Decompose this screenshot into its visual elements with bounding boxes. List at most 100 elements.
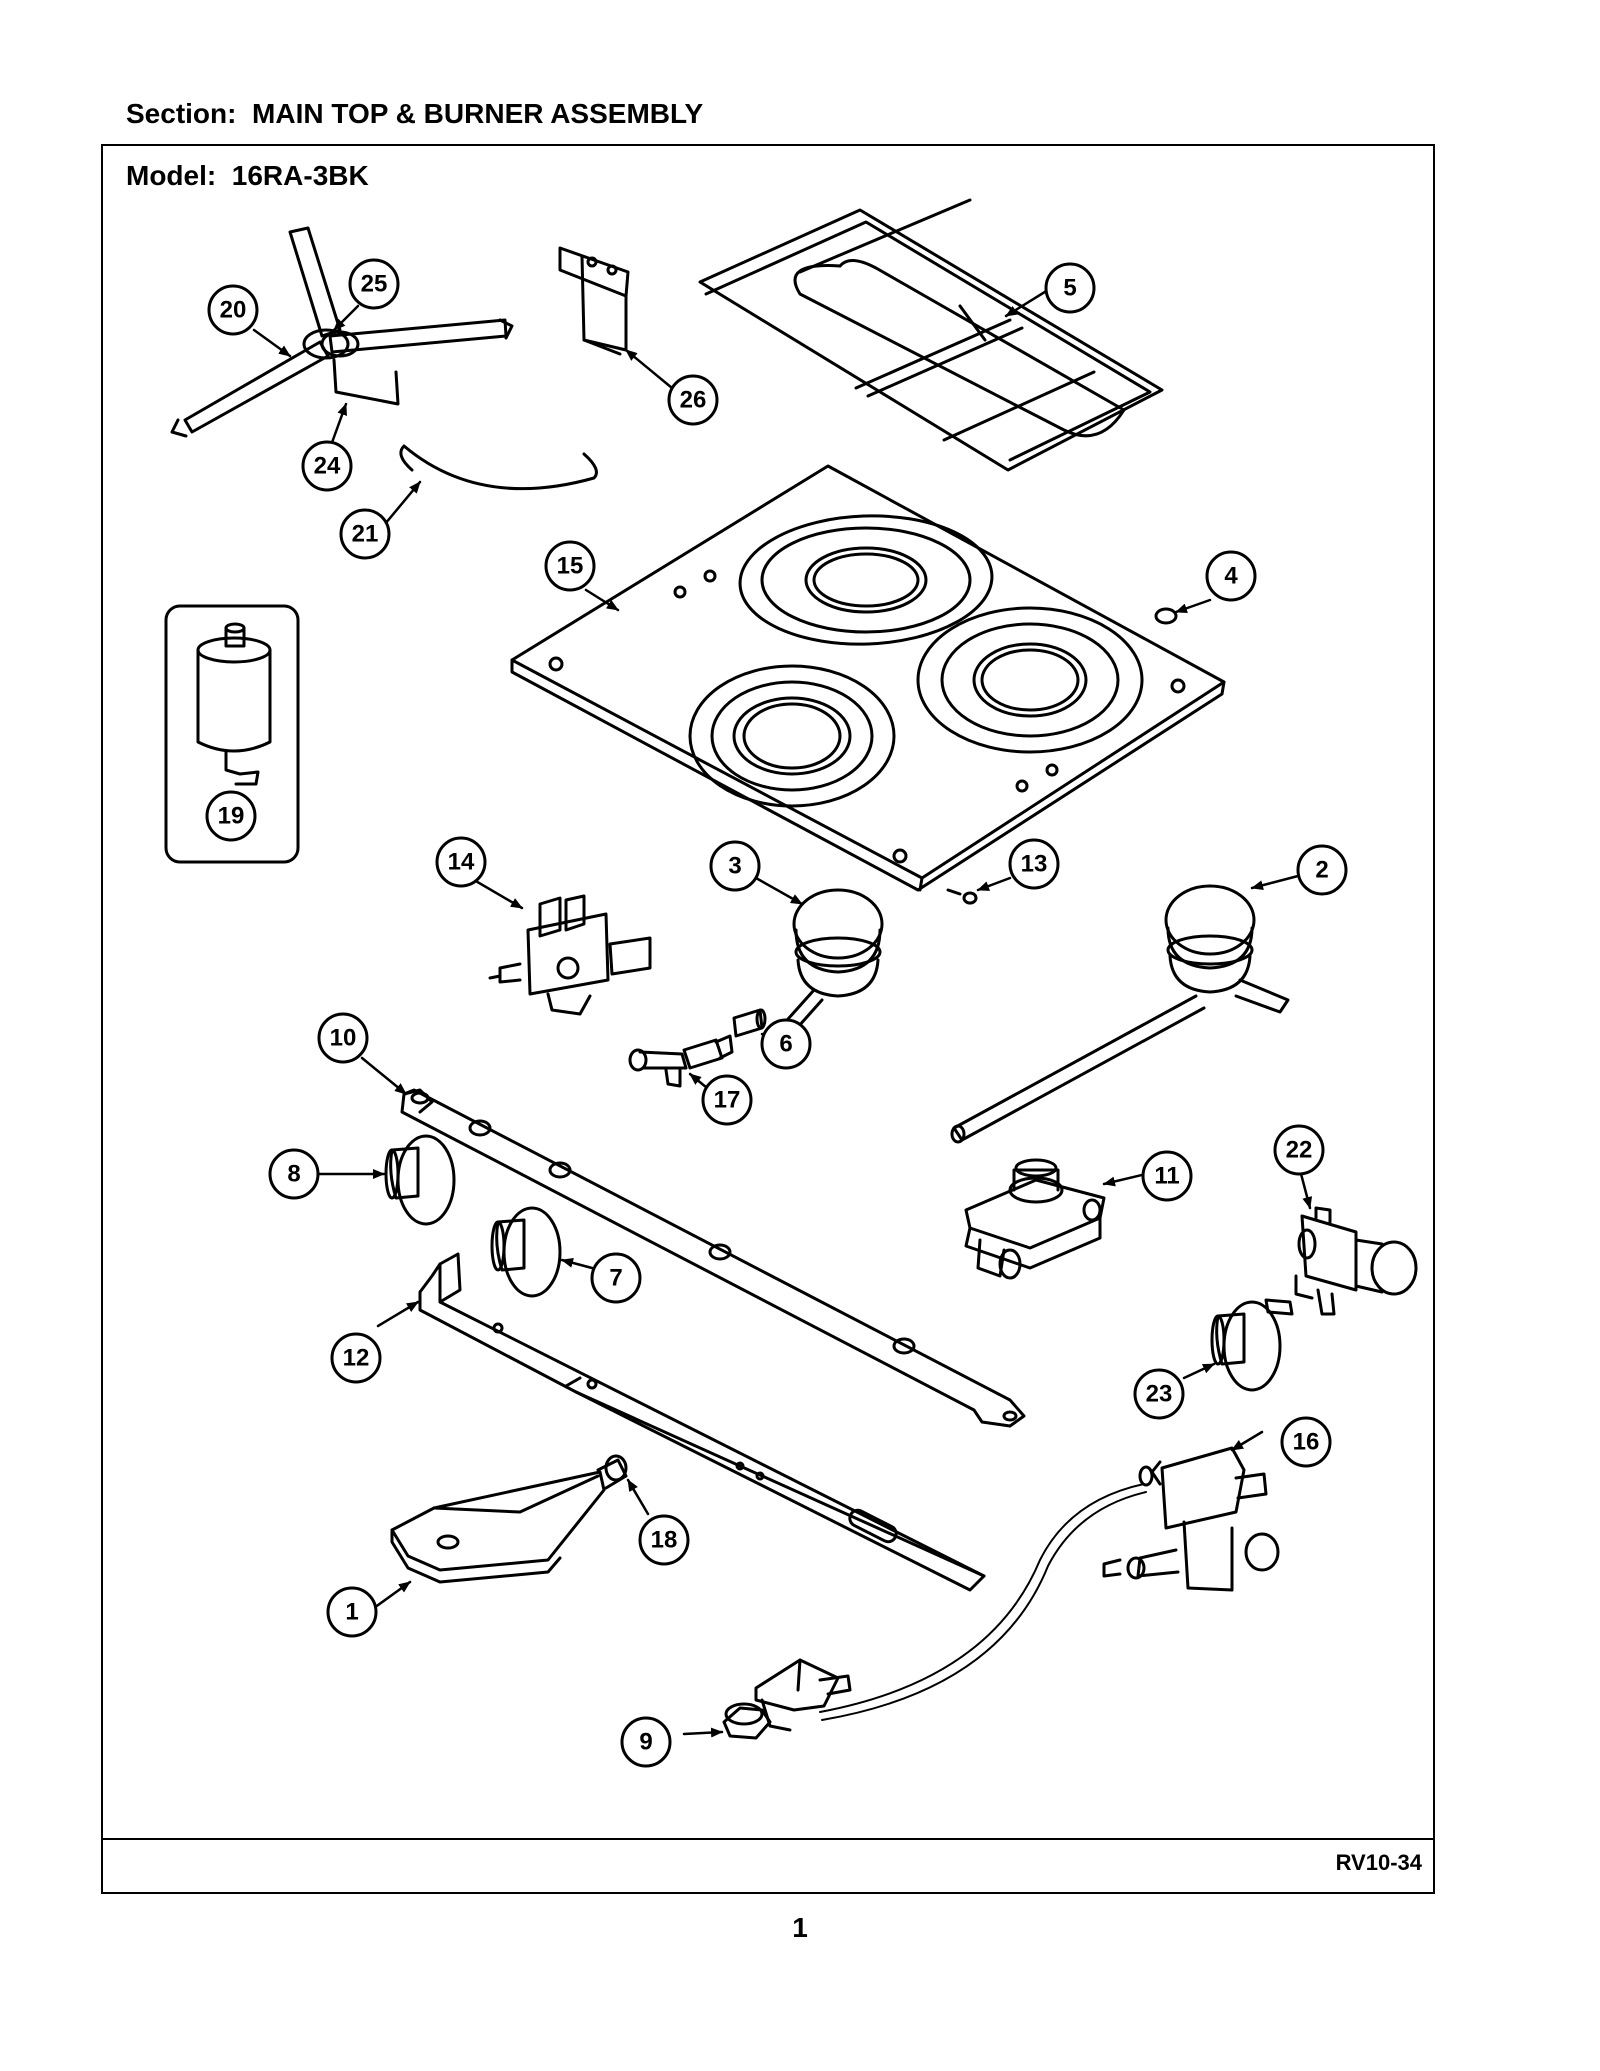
callout-17-circle <box>701 1074 753 1126</box>
part-knob-23 <box>1210 1300 1282 1392</box>
callout-22-circle <box>1273 1124 1325 1176</box>
callout-18: 18 <box>651 1527 678 1554</box>
callout-26: 26 <box>680 387 707 414</box>
leader-23 <box>1182 1362 1216 1380</box>
part-valve-16 <box>1102 1446 1280 1592</box>
callout-25-circle <box>348 258 400 310</box>
callout-14: 14 <box>448 849 475 876</box>
callout-23: 23 <box>1146 1381 1173 1408</box>
callout-6-circle <box>760 1018 812 1070</box>
callout-15-circle <box>544 540 596 592</box>
callout-10-circle <box>317 1012 369 1064</box>
diagram-frame <box>101 144 1435 1894</box>
leader-3 <box>754 876 804 906</box>
part-main-top-15 <box>510 464 1226 892</box>
leader-22 <box>1298 1168 1313 1210</box>
leader-5 <box>1004 288 1050 318</box>
leader-4 <box>1174 598 1212 614</box>
callout-2-circle <box>1296 844 1348 896</box>
part-regulator-11 <box>964 1158 1106 1280</box>
callout-7: 7 <box>609 1265 622 1292</box>
leader-1 <box>372 1580 412 1610</box>
leader-18 <box>626 1478 650 1516</box>
callout-9: 9 <box>639 1729 652 1756</box>
callout-5-circle <box>1044 262 1096 314</box>
part-pilot-9 <box>722 1658 852 1740</box>
callout-8: 8 <box>287 1161 300 1188</box>
callout-7-circle <box>590 1252 642 1304</box>
callout-17: 17 <box>714 1087 741 1114</box>
part-19-box <box>164 604 300 864</box>
callout-11-circle <box>1141 1150 1193 1202</box>
section-title: Section: MAIN TOP & BURNER ASSEMBLY <box>126 98 703 130</box>
callout-14-circle <box>435 836 487 888</box>
leader-7 <box>560 1258 594 1270</box>
part-valve-22 <box>1264 1206 1418 1316</box>
callout-24: 24 <box>314 453 341 480</box>
part-burner-3 <box>778 888 884 1038</box>
part-grate-5 <box>698 198 1164 472</box>
callout-6: 6 <box>779 1031 792 1058</box>
callout-12: 12 <box>343 1345 370 1372</box>
callout-15: 15 <box>557 553 584 580</box>
callout-10: 10 <box>330 1025 357 1052</box>
leader-15 <box>584 588 620 612</box>
part-manifold-10 <box>400 1088 1026 1428</box>
callout-8-circle <box>268 1148 320 1200</box>
callout-16-circle <box>1280 1416 1332 1468</box>
callout-18-circle <box>638 1514 690 1566</box>
part-knob-8 <box>384 1134 456 1226</box>
callout-22: 22 <box>1286 1137 1313 1164</box>
leader-20 <box>252 328 292 358</box>
section-name: MAIN TOP & BURNER ASSEMBLY <box>252 98 704 129</box>
callout-26-circle <box>667 374 719 426</box>
leader-12 <box>376 1300 420 1328</box>
callout-25: 25 <box>361 271 388 298</box>
callout-19: 19 <box>218 803 245 830</box>
leader-9 <box>682 1727 724 1738</box>
part-burner-2 <box>950 884 1290 1144</box>
part-orifice-17 <box>628 1034 734 1088</box>
callout-3-circle <box>709 840 761 892</box>
callout-16: 16 <box>1293 1429 1320 1456</box>
part-nut-4 <box>1154 607 1178 625</box>
callout-4-circle <box>1205 550 1257 602</box>
callout-1: 1 <box>345 1599 358 1626</box>
callout-21: 21 <box>352 521 379 548</box>
callout-9-circle <box>620 1716 672 1768</box>
callout-1-circle <box>326 1586 378 1638</box>
leader-2 <box>1250 874 1300 891</box>
part-pilot-tube <box>819 1483 1147 1721</box>
leader-16 <box>1230 1430 1264 1452</box>
section-label: Section: <box>126 98 237 129</box>
part-knob-7 <box>490 1206 562 1298</box>
callout-13: 13 <box>1021 851 1048 878</box>
part-bracket-26 <box>558 246 630 356</box>
leader-26 <box>624 348 674 390</box>
leader-11 <box>1102 1172 1148 1187</box>
model-title: Model: 16RA-3BK <box>126 160 369 192</box>
part-fitting-6 <box>732 1008 767 1038</box>
leader-13 <box>976 876 1012 892</box>
leader-10 <box>360 1056 408 1096</box>
model-number: 16RA-3BK <box>231 160 369 191</box>
callout-4: 4 <box>1224 563 1238 590</box>
callout-2: 2 <box>1315 857 1328 884</box>
callout-11: 11 <box>1154 1163 1179 1190</box>
part-wire-clip-21 <box>399 444 598 491</box>
leader-25 <box>332 304 360 332</box>
callout-20: 20 <box>220 297 247 324</box>
callout-19-circle <box>205 790 257 842</box>
callout-21-circle <box>339 508 391 560</box>
callout-12-circle <box>330 1332 382 1384</box>
callout-23-circle <box>1133 1368 1185 1420</box>
callout-13-circle <box>1008 838 1060 890</box>
callout-24-circle <box>301 440 353 492</box>
part-bracket-12 <box>418 1252 986 1592</box>
callout-3: 3 <box>728 853 741 880</box>
leader-24 <box>328 402 348 450</box>
footer-divider <box>101 1838 1435 1840</box>
part-screw-13 <box>946 888 978 905</box>
diagram-code: RV10-34 <box>1335 1850 1422 1875</box>
